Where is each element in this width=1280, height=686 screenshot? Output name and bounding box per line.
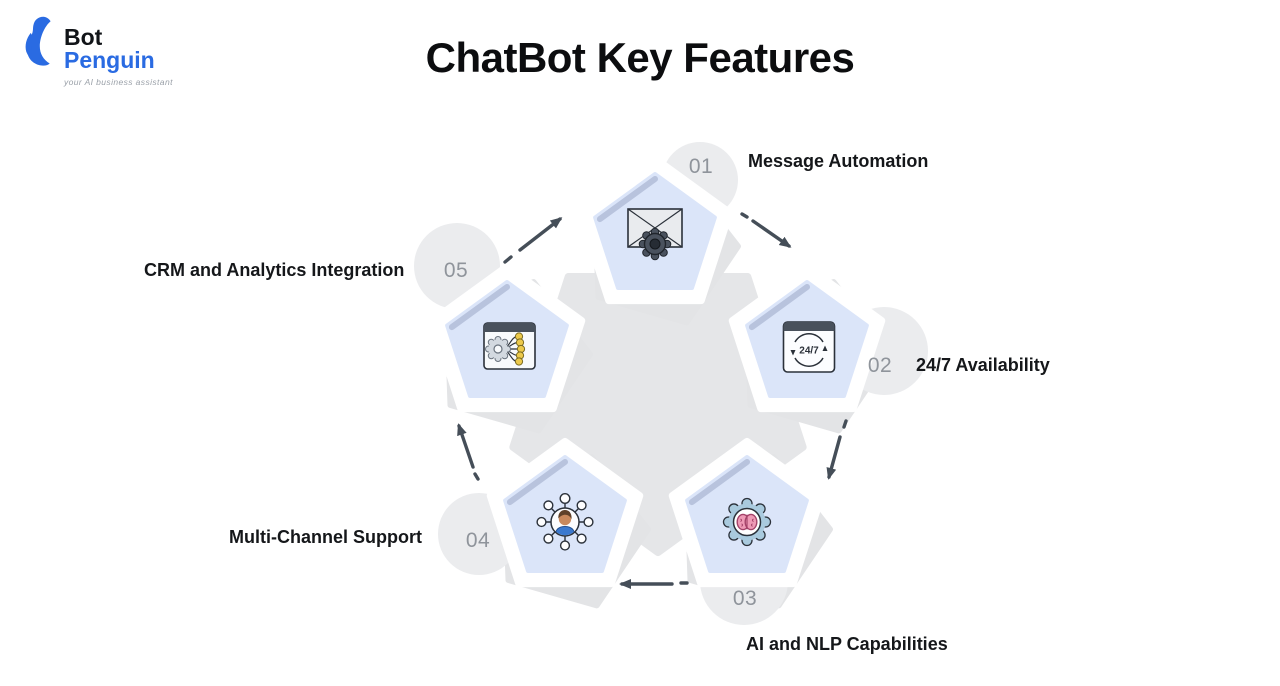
logo-brand-bottom: Penguin [64, 47, 155, 74]
feature-number-05: 05 [443, 259, 469, 282]
pentagon-message-automation [581, 159, 729, 300]
botpenguin-logo: Bot Penguin your AI business assistant [20, 12, 173, 87]
penguin-icon [25, 16, 51, 66]
person-network-icon [536, 493, 594, 551]
arrow-ai-to-multichannel [619, 579, 689, 589]
feature-label-crm: CRM and Analytics Integration [144, 260, 405, 280]
pentagon-ai-nlp [673, 442, 821, 583]
arrow-availability-to-ai [826, 419, 848, 480]
feature-number-02: 02 [867, 354, 893, 377]
pentagon-crm [433, 267, 581, 408]
pentagon-availability [733, 267, 881, 408]
browser-247-cycle-icon: 24/7 [782, 321, 836, 373]
feature-label-message-automation: Message Automation [748, 151, 929, 171]
brain-gear-icon [722, 497, 772, 547]
page-title: ChatBot Key Features [425, 34, 855, 81]
arrow-crm-to-message [503, 217, 563, 264]
logo-tagline: your AI business assistant [64, 76, 173, 87]
feature-number-03: 03 [732, 587, 758, 610]
browser-gear-nodes-icon [483, 322, 536, 370]
feature-label-ai-nlp: AI and NLP Capabilities [746, 634, 948, 654]
feature-label-multi-channel: Multi-Channel Support [229, 527, 422, 547]
logo-brand-top: Bot [64, 24, 103, 50]
arrow-message-to-availability [740, 212, 792, 248]
feature-number-04: 04 [465, 529, 491, 552]
arrow-multichannel-to-crm [457, 423, 480, 481]
envelope-gear-icon [627, 208, 683, 261]
feature-label-availability: 24/7 Availability [916, 355, 1050, 375]
pentagon-multi-channel [491, 442, 639, 583]
availability-badge-text: 24/7 [799, 346, 819, 357]
feature-number-01: 01 [688, 155, 714, 178]
